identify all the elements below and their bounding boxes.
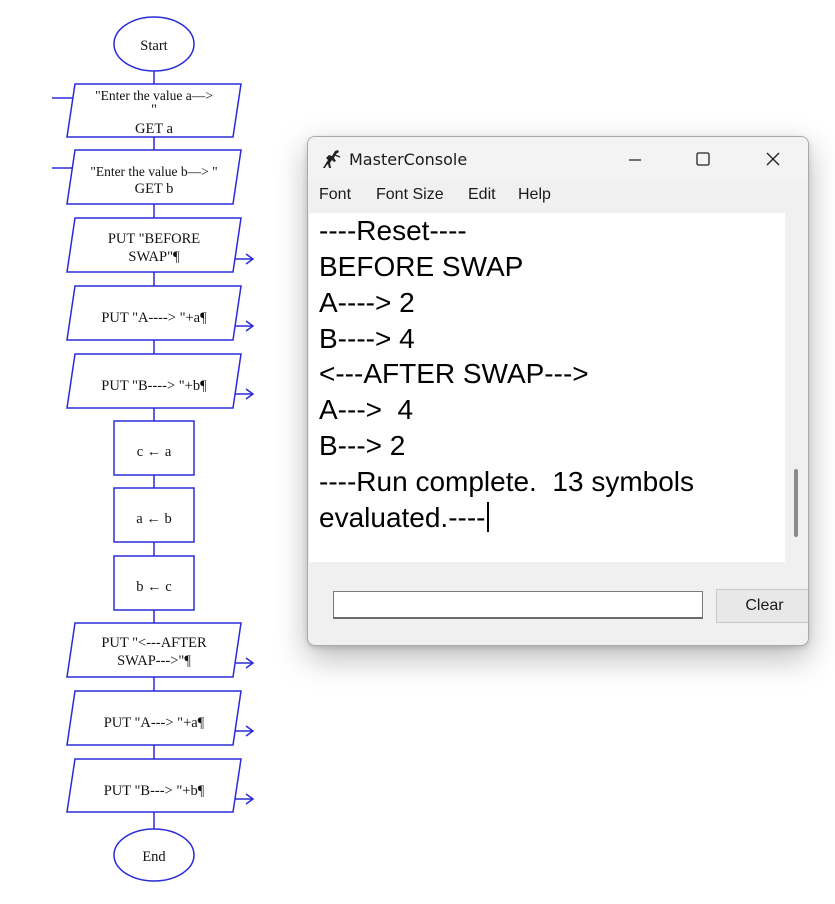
put-after-line1: PUT "<---AFTER [101,635,207,651]
close-button[interactable] [743,137,803,181]
start-label: Start [140,38,167,54]
minimize-icon [629,159,641,161]
assign-c-a-block [113,420,195,476]
menu-bar: Font Font Size Edit Help [308,181,808,209]
put-a-label: PUT "A----> "+a¶ [101,310,207,326]
menu-help[interactable]: Help [518,186,551,203]
get-a-block [66,83,242,138]
console-output[interactable]: ----Reset---- BEFORE SWAP A----> 2 B----… [309,213,785,562]
assign-a-b-block [113,487,195,543]
put-b-after-label: PUT "B---> "+b¶ [104,783,205,799]
put-before-line2: SWAP"¶ [128,249,180,265]
put-a-block [66,285,242,341]
get-b-block [66,149,242,205]
output-line-7: B---> 2 [319,430,406,461]
output-line-2: BEFORE SWAP [319,251,524,282]
put-a-after-label: PUT "A---> "+a¶ [104,715,205,731]
maximize-button[interactable] [673,137,733,181]
title-bar[interactable]: MasterConsole [308,137,808,181]
end-label: End [142,849,166,865]
output-line-5: <---AFTER SWAP---> [319,358,589,389]
put-after-line2: SWAP--->"¶ [117,653,191,669]
window-title: MasterConsole [349,150,468,169]
put-before-block [66,217,242,273]
console-input-field[interactable] [333,591,703,619]
output-line-4: B----> 4 [319,323,415,354]
output-line-9: evaluated.---- [319,502,489,534]
start-terminal [113,16,195,72]
close-icon [766,152,780,166]
maximize-icon [696,152,710,166]
get-a-prompt-line2: " [151,102,157,118]
assign-b-c-block [113,555,195,611]
end-terminal [113,828,195,882]
output-line-1: ----Reset---- [319,215,467,246]
minimize-button[interactable] [605,137,665,181]
get-b-command: GET b [135,181,174,197]
menu-font-size[interactable]: Font Size [376,186,444,203]
put-b-after-block [66,758,242,813]
master-console-window: MasterConsole Font Font Size Edit Help -… [307,136,809,646]
put-b-label: PUT "B----> "+b¶ [101,378,207,394]
output-line-6: A---> 4 [319,394,414,425]
get-a-prompt-line1: "Enter the value a—> [95,88,213,103]
clear-button[interactable]: Clear [716,589,808,623]
put-after-block [66,622,242,678]
assign-b-c-label: b ← c [136,579,171,595]
menu-font[interactable]: Font [319,186,352,203]
get-a-command: GET a [135,121,174,137]
dinosaur-app-icon [323,150,341,168]
output-scrollbar-thumb[interactable] [794,469,798,537]
get-b-prompt: "Enter the value b—> " [90,164,217,179]
put-b-block [66,353,242,409]
output-line-3: A----> 2 [319,287,415,318]
assign-c-a-label: c ← a [137,444,172,460]
text-caret [486,502,489,532]
menu-edit[interactable]: Edit [468,186,496,203]
output-line-8: ----Run complete. 13 symbols [319,466,695,497]
output-line-9-text: evaluated.---- [319,502,486,533]
assign-a-b-label: a ← b [136,511,171,527]
put-a-after-block [66,690,242,746]
put-before-line1: PUT "BEFORE [108,231,200,247]
